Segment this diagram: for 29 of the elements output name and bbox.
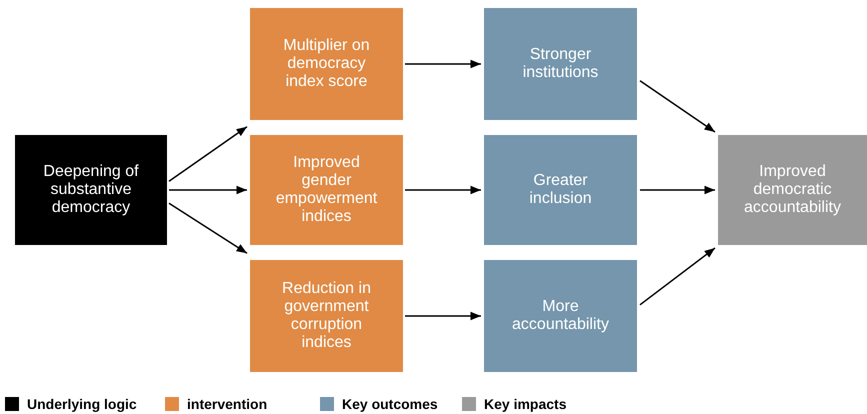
arrow (168, 202, 248, 254)
legend-label: Key outcomes (342, 396, 438, 412)
arrow (169, 186, 247, 194)
node-label: Improved gender empowerment indices (274, 154, 378, 226)
process-box (484, 135, 637, 245)
process-box (718, 135, 867, 245)
arrow (405, 186, 481, 194)
legend-label: Key impacts (484, 396, 566, 412)
process-box (250, 260, 403, 372)
legend-label: Underlying logic (27, 396, 137, 412)
node-label: Reduction in government corruption indices (281, 280, 372, 352)
process-box (15, 135, 167, 245)
arrow (405, 312, 481, 320)
process-box (484, 260, 637, 372)
arrow (640, 80, 716, 133)
node-label: Improved democratic accountability (743, 163, 842, 217)
node-label: Stronger institutions (522, 46, 600, 82)
arrow (168, 126, 248, 182)
arrow (640, 186, 715, 194)
node-label: Deepening of substantive democracy (42, 163, 140, 217)
arrow (405, 60, 481, 68)
node-label: Multiplier on democracy index score (282, 37, 371, 91)
arrow (640, 247, 716, 306)
node-label: Greater inclusion (528, 172, 593, 208)
process-box (484, 8, 637, 120)
process-box (250, 8, 403, 120)
node-label: More accountability (511, 298, 610, 334)
process-box (250, 135, 403, 245)
legend-label: intervention (187, 396, 268, 412)
